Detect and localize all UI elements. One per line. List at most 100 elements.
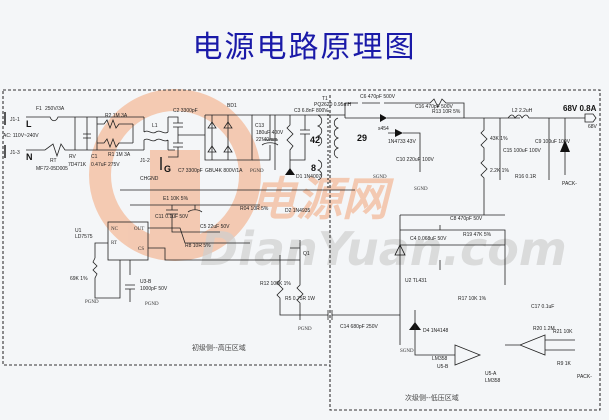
zd2-label: 1N4733 43V [388,139,416,145]
r2-label: R2 1M 3A [105,113,128,119]
bd1-value: GBU4K 800V/1A [205,168,243,174]
t1-value: PQ2620 0.95mH [314,102,352,108]
u5b-ref: U5-B [437,364,449,370]
chgnd-label: CHGND [140,176,159,182]
u2-symbol [394,244,406,256]
j1-1-label: J1-1 [10,117,20,123]
feedback-section: U2 TL431 C8 470pF 50V C4 0.068uF 50V R19… [394,214,592,384]
c3-label: C3 6.8nF 800V [294,108,328,114]
f1-value: 250V/3A [45,106,65,112]
input-wires [26,116,144,158]
c14 [300,310,400,320]
c8-label: C8 470pF 50V [450,216,483,222]
d1-label: D1 1N4007 [296,174,322,180]
u3b-ref: U3-B [140,279,152,285]
l1-ref: L1 [152,123,158,129]
c17-label: C17 0.1uF [531,304,554,310]
u1-pin-out: OUT [134,227,144,232]
j1-3-label: J1-3 [10,150,20,156]
r20-label: R20 1.2M [533,326,555,332]
sgnd-label-2: SGND [414,187,428,192]
r16-label: R16 0.1R [515,174,537,180]
u3b-value: 1000pF 50V [140,286,168,292]
output-rating: 68V 0.8A [563,104,597,113]
c10-label: C10 220uF 100V [396,157,434,163]
ground-label: G [164,164,171,174]
pgnd-label-1: PGND [250,169,264,174]
pgnd-label-3: PGND [145,302,159,307]
c5-label: C5 22uF 50V [200,224,230,230]
r12-label: R12 100K 1% [260,281,291,287]
input-section: J1-1 J1-3 L N AC: 110V~240V F1 250V/3A R… [3,106,171,182]
c9-label: C9 100uF 100V [535,139,571,145]
r5-label: R5 0.75R 1W [285,296,315,302]
r19b-label: R19 47K 5% [463,232,492,238]
zd1-symbol [560,140,570,152]
r18-label: 43K 1% [490,136,508,142]
r18-r19 [480,118,488,215]
bd1-ref: BD1 [227,103,237,109]
c1-value: 0.47uF 275V [91,162,120,168]
r13-label: R13 10R 5% [432,109,461,115]
watermark-en: DianYuan.com [200,222,567,276]
j1-2-label: J1-2 [140,158,150,164]
watermark: 电源网 DianYuan.com [89,89,567,276]
pack-minus-label-1: PACK- [562,181,577,187]
r11-label: 69K 1% [70,276,88,282]
u1-pin-nc: NC [111,227,119,232]
u5a-opamp [505,334,575,356]
c2-label: C2 3300pF [173,108,198,114]
rv-c1 [74,117,98,150]
zone-primary-label: 初级侧--高压区域 [192,343,246,352]
rv-value: 7D471K [68,162,87,168]
u1-ref: U1 [75,228,82,234]
rv-ref: RV [69,154,77,160]
r04-label: R04 10R 5% [240,206,269,212]
sgnd-label-3: SGND [400,349,414,354]
mosfet-wires [276,240,304,320]
c16-label: C16 470pF 500V [415,104,453,110]
c7-label: C7 3300pF [178,168,203,174]
bd1-diodes [207,121,233,153]
u5a-value: LM358 [485,378,501,384]
d2-label: D2 1N4935 [285,208,311,214]
watermark-cn: 电源网 [250,172,394,226]
c6-label: C6 470pF 500V [360,94,396,100]
line-label: L [26,119,32,129]
u1-pin-cs: CS [138,247,144,252]
u5b-opamp [454,344,482,366]
neutral-label: N [26,152,33,162]
turns-primary: 42 [310,135,320,145]
feedback-wires [399,214,506,345]
r8-label: R8 10R 5% [185,243,211,249]
output-connector[interactable] [584,113,597,123]
rt-value: MF72-05D005 [36,166,68,172]
c1-ref: C1 [91,154,98,160]
controller-wires [92,227,300,302]
l1 [143,117,169,150]
pgnd-label-4: PGND [298,327,312,332]
turns-secondary: 29 [357,133,367,143]
d4-wire [414,310,455,356]
c11-label: C11 0.1uF 50V [155,214,189,220]
secondary-section: C6 470pF 500V C16 470pF 500V s454 1N4733… [344,94,598,215]
c13-size: 22*40mm [256,137,277,143]
c13-label: C13 [255,123,264,129]
d3-zd2-symbols [380,114,403,137]
r1-label: R1 1M 3A [108,152,131,158]
u1-box [107,221,149,261]
y-caps [168,116,205,158]
t1-primary [316,114,323,147]
d1-symbol [285,168,295,175]
output-connector-label: 68V [588,124,598,130]
controller-section: U1 LD7575 NC OUT RT CS 69K 1% U3-B 1000p… [70,189,400,332]
d3-label: s454 [378,126,389,132]
snubber [270,114,345,170]
ac-input-label: AC: 110V~240V [3,133,39,139]
vcc-wires [120,189,355,233]
u1-value: LD7575 [75,234,93,240]
f1-ref: F1 [36,106,42,112]
rt-ref: RT [50,158,57,164]
c14-label: C14 680pF 250V [340,324,378,330]
